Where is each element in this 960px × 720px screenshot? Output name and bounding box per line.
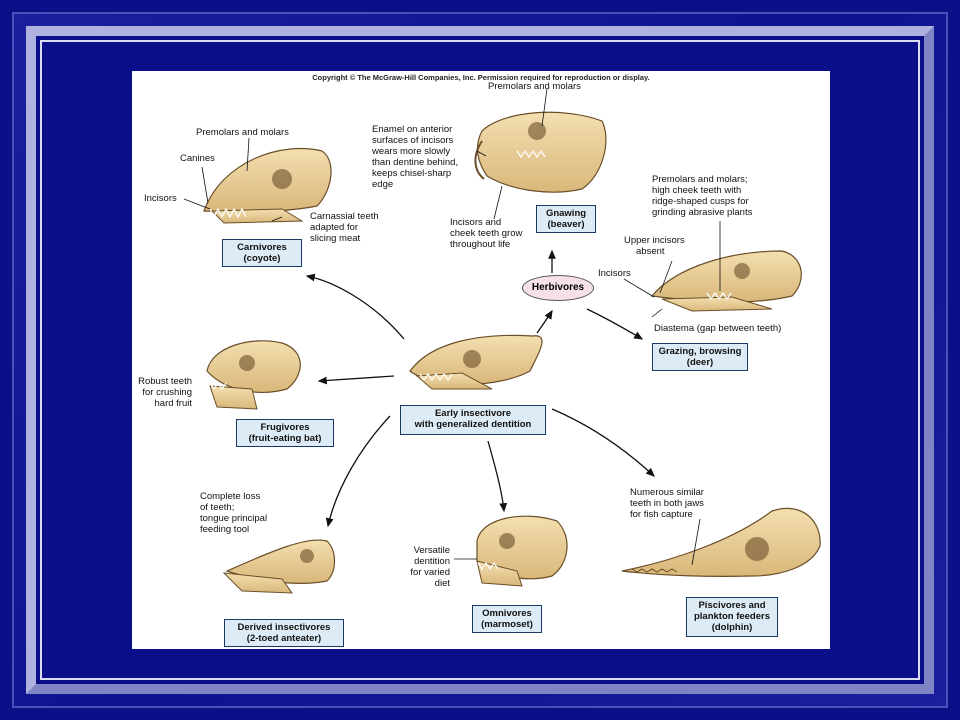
derived-loss-line4: feeding tool <box>200 524 250 535</box>
early-insectivore-sublabel: with generalized dentition <box>414 419 532 430</box>
omnivores-sublabel: (marmoset) <box>481 619 533 630</box>
piscivores-sublabel: plankton feeders <box>693 611 771 622</box>
diagram-graphics <box>183 88 821 594</box>
omnivores-versatile-line2: dentition <box>414 556 450 567</box>
grazing-diastema-label: Diastema (gap between teeth) <box>654 323 782 334</box>
frugivores-robust-line1: Robust teeth <box>138 376 192 387</box>
arrow-to-omnivores <box>487 440 508 513</box>
carnivores-incisors-label: Incisors <box>144 193 177 204</box>
gnawing-incisors-line1: Incisors and <box>450 217 502 228</box>
derived-insectivores-label: Derived insectivores <box>237 622 331 633</box>
copyright-notice: Copyright © The McGraw-Hill Companies, I… <box>312 73 650 82</box>
early-insectivore-box: Early insectivore with generalized denti… <box>400 405 546 435</box>
gnawing-enamel-line2: surfaces of incisors <box>372 135 454 146</box>
arrow-to-derived-insectivores <box>325 415 391 528</box>
frugivores-box: Frugivores (fruit-eating bat) <box>236 419 334 447</box>
gnawing-premolars-label: Premolars and molars <box>488 81 581 92</box>
carnivores-canines-label: Canines <box>180 153 215 164</box>
piscivores-example: (dolphin) <box>711 622 753 633</box>
marmoset-skull <box>476 515 568 587</box>
frugivores-robust-line2: for crushing <box>142 387 192 398</box>
anteater-skull <box>222 539 336 594</box>
piscivores-numerous-line2: teeth in both jaws <box>630 498 704 509</box>
grazing-premolars-line3: ridge-shaped cusps for <box>652 196 749 207</box>
gnawing-enamel-line4: than dentine behind, <box>372 157 459 168</box>
gnawing-enamel-line5: keeps chisel-sharp <box>372 168 452 179</box>
gnawing-sublabel: (beaver) <box>547 219 585 230</box>
early-insectivore-label: Early insectivore <box>434 408 512 419</box>
gnawing-box: Gnawing (beaver) <box>536 205 596 233</box>
grazing-upper-incisors-line2: absent <box>636 246 665 257</box>
carnivores-carnassial-line3: slicing meat <box>310 233 361 244</box>
omnivores-box: Omnivores (marmoset) <box>472 605 542 633</box>
deer-skull <box>650 250 802 312</box>
piscivores-box: Piscivores and plankton feeders (dolphin… <box>686 597 778 637</box>
piscivores-numerous-line1: Numerous similar <box>630 487 704 498</box>
frugivores-sublabel: (fruit-eating bat) <box>248 433 322 444</box>
beaver-skull <box>474 111 607 193</box>
herbivores-oval: Herbivores <box>522 275 594 301</box>
grazing-sublabel: (deer) <box>686 357 714 368</box>
carnivores-box: Carnivores (coyote) <box>222 239 302 267</box>
omnivores-label: Omnivores <box>482 608 532 619</box>
grazing-label: Grazing, browsing <box>658 346 742 357</box>
grazing-box: Grazing, browsing (deer) <box>652 343 748 371</box>
gnawing-enamel-line6: edge <box>372 179 394 190</box>
arrow-to-carnivores <box>305 273 405 340</box>
gnawing-enamel-line3: wears more slowly <box>372 146 451 157</box>
carnivores-label: Carnivores <box>237 242 287 253</box>
frugivores-robust-line3: hard fruit <box>154 398 193 409</box>
derived-insectivores-box: Derived insectivores (2-toed anteater) <box>224 619 344 647</box>
bat-skull <box>206 340 301 410</box>
dolphin-skull <box>621 507 821 577</box>
carnivores-sublabel: (coyote) <box>243 253 281 264</box>
omnivores-versatile-line1: Versatile <box>413 545 450 556</box>
frugivores-label: Frugivores <box>260 422 310 433</box>
gnawing-enamel-line1: Enamel on anterior <box>372 124 453 135</box>
grazing-premolars-line2: high cheek teeth with <box>652 185 742 196</box>
arrow-to-piscivores <box>551 408 655 477</box>
early-insectivore-skull <box>409 334 543 390</box>
carnivores-carnassial-line2: adapted for <box>310 222 359 233</box>
grazing-upper-incisors-line1: Upper incisors <box>624 235 685 246</box>
omnivores-versatile-line3: for varied <box>410 567 450 578</box>
piscivores-label: Piscivores and <box>698 600 766 611</box>
carnivores-premolars-label: Premolars and molars <box>196 127 289 138</box>
grazing-premolars-line1: Premolars and molars; <box>652 174 748 185</box>
derived-loss-line1: Complete loss <box>200 491 261 502</box>
coyote-skull <box>203 147 332 224</box>
leader-lines <box>183 88 721 566</box>
herbivores-label: Herbivores <box>531 282 585 293</box>
gnawing-incisors-line3: throughout life <box>450 239 511 250</box>
grazing-incisors-label: Incisors <box>598 268 631 279</box>
derived-loss-line3: tongue principal <box>200 513 268 524</box>
diagram-panel: Copyright © The McGraw-Hill Companies, I… <box>132 71 830 649</box>
omnivores-versatile-line4: diet <box>434 578 450 589</box>
gnawing-label: Gnawing <box>545 208 587 219</box>
derived-loss-line2: of teeth; <box>200 502 235 513</box>
arrow-to-frugivores <box>317 375 395 385</box>
arrow-herbivores-to-grazing <box>586 308 644 340</box>
derived-insectivores-sublabel: (2-toed anteater) <box>246 633 322 644</box>
piscivores-numerous-line3: for fish capture <box>630 509 693 520</box>
carnivores-carnassial-line1: Carnassial teeth <box>310 211 379 222</box>
grazing-premolars-line4: grinding abrasive plants <box>652 207 753 218</box>
arrow-to-herbivores <box>536 309 553 334</box>
gnawing-incisors-line2: cheek teeth grow <box>450 228 523 239</box>
slide-frame-line <box>40 40 920 680</box>
